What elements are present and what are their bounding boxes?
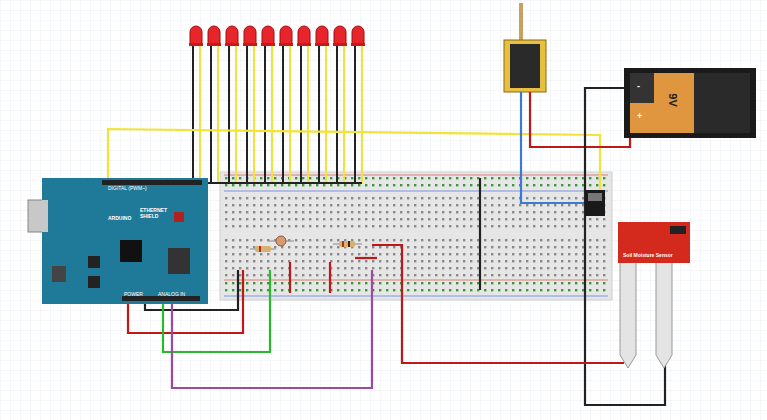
sd-slot [168,248,190,274]
solenoid [504,3,546,92]
led [315,26,329,183]
photoresistor [268,236,294,246]
part-label: 9V [667,93,679,106]
part-label: ARDUINO [108,216,131,222]
ethernet-jack [42,200,48,232]
led [351,26,365,183]
wire [192,182,362,184]
capacitor [88,276,100,288]
led [261,26,275,183]
regulator [52,266,66,282]
part-label: - [637,82,640,92]
chip [120,240,142,262]
breadboard [220,172,612,300]
resistor-symbol [333,241,362,247]
led-array [189,26,365,183]
transistor [585,190,605,216]
transistor [588,193,602,201]
pin-header [102,180,202,185]
arduino-board: ETHERNET SHIELD ARDUINO [42,178,208,304]
led [279,26,293,183]
wire [289,262,291,293]
led [333,26,347,183]
led [225,26,239,183]
led [189,26,203,183]
sensor-probe [620,262,672,368]
battery: - +9V [624,68,756,138]
pin-header [670,226,686,234]
wire [530,92,630,147]
reset-button [174,212,184,222]
battery-body [694,73,750,133]
soil-moisture-sensor: Soil Moisture Sensor [618,222,690,263]
wire [479,178,481,290]
led [207,26,221,183]
part-label: Soil Moisture Sensor [623,253,673,259]
pin-label: DIGITAL (PWM~) [108,186,147,192]
wire [329,262,331,293]
part-label: ETHERNET SHIELD [140,208,170,219]
battery-terminal [630,73,654,103]
pin-label: POWER [124,292,143,298]
wire [355,257,377,259]
pin-label: ANALOG IN [158,292,185,298]
ethernet-jack [28,200,48,232]
part-label: + [637,112,642,122]
capacitor [88,256,100,268]
wire [372,245,624,363]
led [243,26,257,183]
led [297,26,311,183]
resistor-symbol [250,246,276,252]
